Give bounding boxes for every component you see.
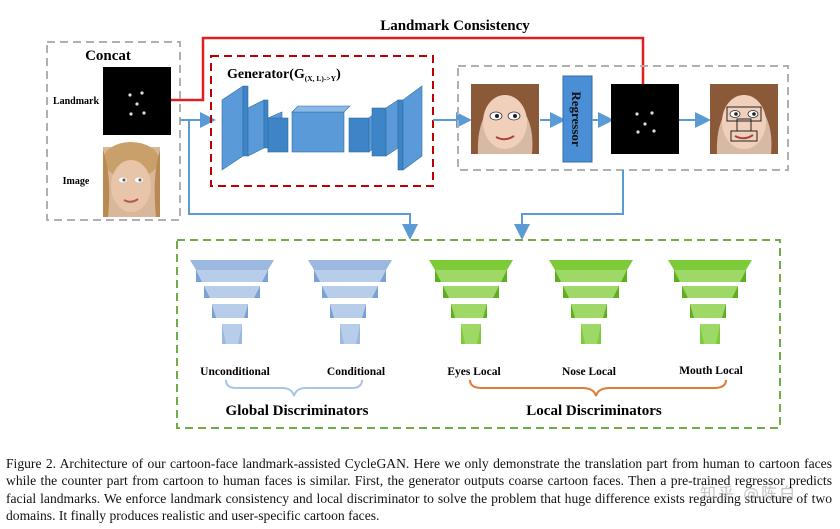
cartoon-face-with-crops [710, 84, 778, 154]
concat-box [46, 41, 181, 221]
disc-mouth-local-funnel [668, 260, 752, 344]
human-face-photo [103, 142, 160, 217]
predicted-landmark-map [611, 84, 679, 154]
image-label: Image [63, 176, 90, 187]
disc-conditional-funnel [308, 260, 392, 344]
disc-unconditional-label: Unconditional [200, 366, 270, 378]
concat-title: Concat [85, 48, 131, 64]
local-brace [469, 379, 727, 397]
discriminators-frame [176, 239, 781, 429]
architecture-diagram: Landmark Consistency Concat Landmark Ima… [46, 18, 789, 429]
generator-network [221, 85, 423, 171]
landmark-map-input [103, 67, 171, 135]
disc-eyes-local-label: Eyes Local [447, 366, 500, 378]
disc-nose-local-funnel [549, 260, 633, 344]
watermark: 知乎 @陈白 [700, 484, 798, 503]
disc-eyes-local-funnel [429, 260, 513, 344]
regressor-label: Regressor [569, 91, 584, 147]
disc-conditional-label: Conditional [327, 366, 385, 378]
landmark-label: Landmark [53, 96, 100, 107]
landmark-consistency-title: Landmark Consistency [380, 18, 530, 34]
coarse-cartoon-face [471, 84, 539, 154]
figure-caption: Figure 2. Architecture of our cartoon-fa… [6, 455, 832, 525]
landmark-consistency-line [170, 36, 645, 102]
arrow-to-local-discriminators [514, 170, 624, 240]
local-discriminators-title: Local Discriminators [526, 403, 662, 419]
generator-title: Generator(G(X, L)->Y) [227, 67, 341, 83]
disc-mouth-local-label: Mouth Local [679, 365, 743, 377]
disc-nose-local-label: Nose Local [562, 366, 616, 378]
caption-text: Figure 2. Architecture of our cartoon-fa… [6, 456, 832, 524]
global-discriminators-title: Global Discriminators [226, 403, 369, 419]
regressor-block [562, 75, 593, 163]
disc-unconditional-funnel [190, 260, 274, 344]
arrow-to-global-discriminators [188, 120, 418, 240]
global-brace [225, 379, 363, 397]
